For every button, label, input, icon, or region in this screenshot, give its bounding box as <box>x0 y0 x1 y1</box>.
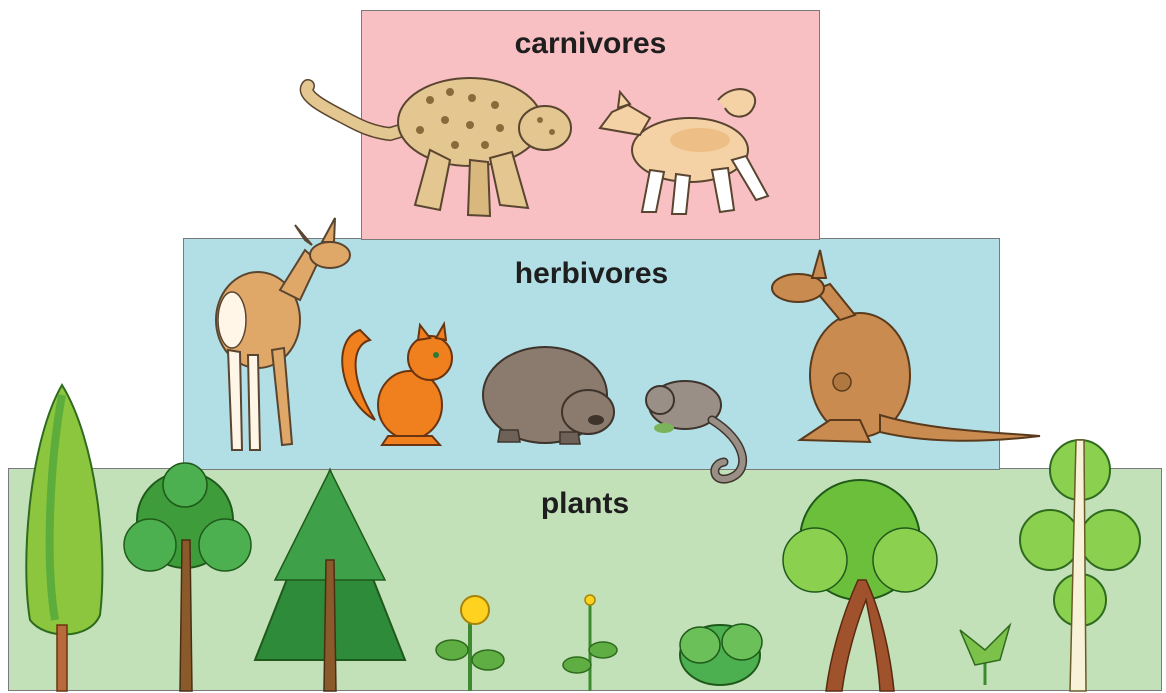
shrub-icon <box>680 624 762 685</box>
flower-icon <box>436 596 504 691</box>
deer-icon <box>216 218 350 450</box>
shrub-icon <box>960 625 1010 685</box>
possum-icon <box>646 381 743 479</box>
tree-icon <box>1020 440 1140 691</box>
tree-icon <box>124 463 251 691</box>
kangaroo-icon <box>772 250 1040 442</box>
wombat-icon <box>483 347 614 444</box>
flower-icon <box>563 595 617 691</box>
dingo-icon <box>600 89 768 214</box>
tree-icon <box>783 480 937 691</box>
tree-icon <box>255 470 405 691</box>
squirrel-icon <box>342 324 452 445</box>
snow-leopard-icon <box>307 78 571 216</box>
tree-icon <box>26 385 102 691</box>
